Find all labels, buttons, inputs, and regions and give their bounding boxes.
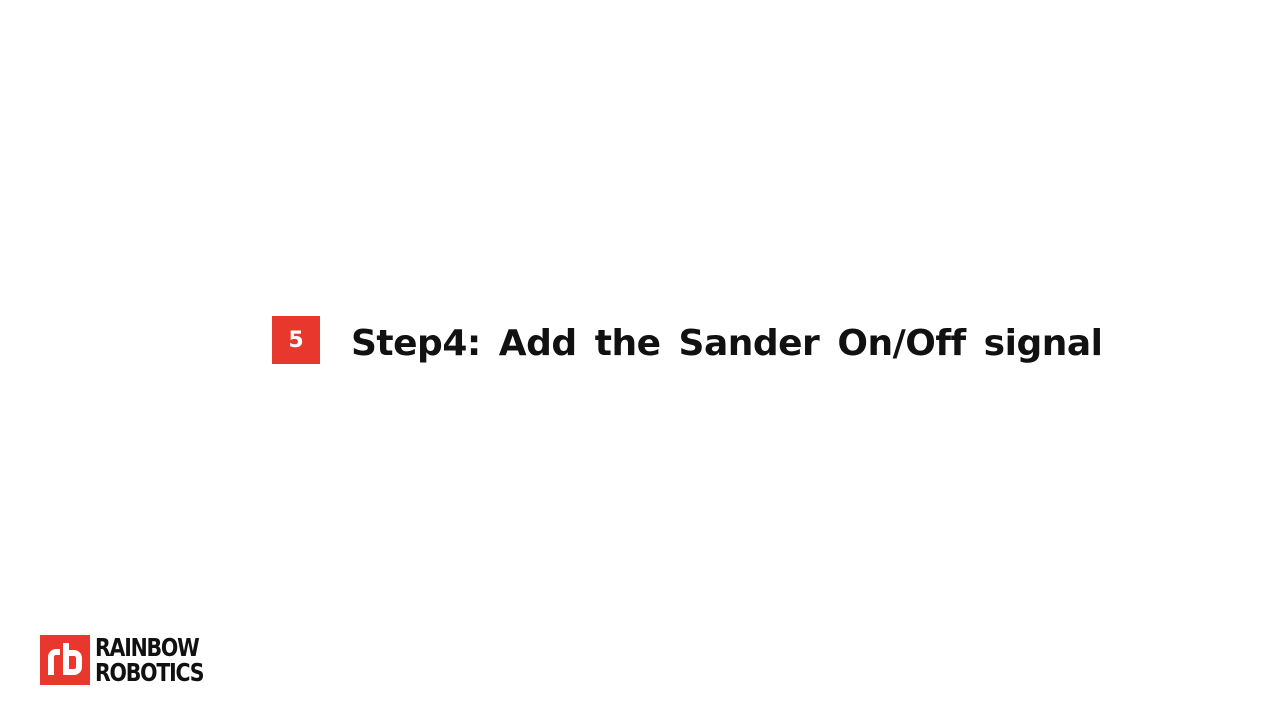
- rainbow-robotics-rb-logo-icon: [40, 635, 90, 685]
- step-number-badge: 5: [272, 316, 320, 364]
- step-number: 5: [288, 327, 304, 353]
- logo-line-1: RAINBOW: [95, 633, 200, 662]
- logo-wordmark: RAINBOW ROBOTICS: [95, 633, 204, 687]
- company-logo: RAINBOW ROBOTICS: [40, 635, 227, 685]
- logo-line-2: ROBOTICS: [95, 658, 204, 687]
- section-title: Step4: Add the Sander On/Off signal: [351, 322, 1103, 364]
- section-header: 5 Step4: Add the Sander On/Off signal: [272, 316, 1103, 364]
